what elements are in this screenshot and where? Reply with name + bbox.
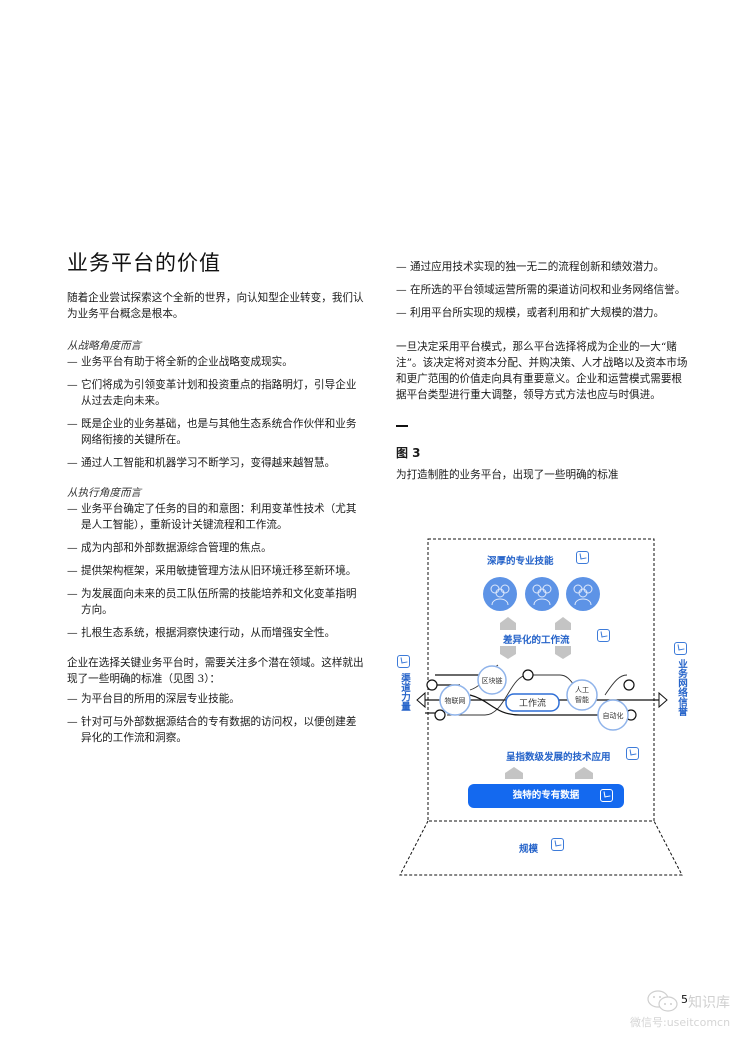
expertise-label: 深厚的专业技能 [487,556,554,567]
svg-text:工作流: 工作流 [519,697,546,709]
page-title: 业务平台的价值 [67,251,221,275]
platform-criteria-diagram: 物联网 区块链 人工 智能 自动化 工作流 深厚的专业技能 差异化的工作流 渠道… [395,535,695,880]
checkbox-icon [397,655,410,668]
list-item: 通过人工智能和机器学习不断学习，变得越来越智慧。 [67,455,367,471]
strategy-list: 业务平台有助于将全新的企业战略变成现实。 它们将成为引领变革计划和投资重点的指路… [67,354,367,471]
people-icon [525,577,559,611]
list-item: 业务平台有助于将全新的企业战略变成现实。 [67,354,367,370]
list-item: 业务平台确定了任务的目的和意图：利用变革性技术（尤其是人工智能），重新设计关键流… [67,501,367,533]
list-item: 扎根生态系统，根据洞察快速行动，从而增强安全性。 [67,625,367,641]
svg-text:自动化: 自动化 [603,711,624,720]
right-column: 通过应用技术实现的独一无二的流程创新和绩效潜力。 在所选的平台领域运营所需的渠道… [396,259,688,483]
list-item: 既是企业的业务基础，也是与其他生态系统合作伙伴和业务网络衔接的关键所在。 [67,416,367,448]
criteria-list-continued: 通过应用技术实现的独一无二的流程创新和绩效潜力。 在所选的平台领域运营所需的渠道… [396,259,688,321]
execution-list: 业务平台确定了任务的目的和意图：利用变革性技术（尤其是人工智能），重新设计关键流… [67,501,367,641]
conclusion-paragraph: 一旦决定采用平台模式，那么平台选择将成为企业的一大“赌注”。该决定将对资本分配、… [396,341,688,401]
channel-label: 渠道力量 [399,673,410,711]
list-item: 提供架构框架，采用敏捷管理方法从旧环境迁移至新环境。 [67,563,367,579]
svg-text:人工: 人工 [575,686,589,694]
network-label: 业务网络信誉 [676,659,687,716]
list-item: 通过应用技术实现的独一无二的流程创新和绩效潜力。 [396,259,688,275]
criteria-list: 为平台目的所用的深层专业技能。 针对可与外部数据源结合的专有数据的访问权，以便创… [67,691,367,746]
people-icon [483,577,517,611]
checkbox-icon [551,838,564,851]
svg-text:区块链: 区块链 [482,676,503,685]
criteria-intro: 企业在选择关键业务平台时，需要关注多个潜在领域。这样就出现了一些明确的标准（见图… [67,657,364,685]
execution-heading: 从执行角度而言 [67,487,142,499]
checkbox-icon [597,629,610,642]
tech-label: 呈指数级发展的技术应用 [506,752,611,763]
strategy-section: 从战略角度而言 业务平台有助于将全新的企业战略变成现实。 它们将成为引领变革计划… [67,338,367,471]
checkbox-icon [674,642,687,655]
svg-text:物联网: 物联网 [445,696,466,705]
list-item: 利用平台所实现的规模，或者利用和扩大规模的潜力。 [396,305,688,321]
execution-section: 从执行角度而言 业务平台确定了任务的目的和意图：利用变革性技术（尤其是人工智能）… [67,485,367,641]
proprietary-data-label: 独特的专有数据 [512,790,580,801]
list-item: 为发展面向未来的员工队伍所需的技能培养和文化变革指明方向。 [67,586,367,618]
figure-label: 图 3 [396,446,421,460]
watermark-account: 微信号:useitcomcn [630,1016,731,1029]
figure-caption: 为打造制胜的业务平台，出现了一些明确的标准 [396,469,619,481]
watermark-brand: 知识库 [688,995,730,1011]
list-item: 成为内部和外部数据源综合管理的焦点。 [67,540,367,556]
people-icon [566,577,600,611]
proprietary-data-bar: 独特的专有数据 [468,784,624,808]
list-item: 针对可与外部数据源结合的专有数据的访问权，以便创建差异化的工作流和洞察。 [67,714,367,746]
figure-divider [396,425,408,427]
checkbox-icon [626,747,639,760]
list-item: 在所选的平台领域运营所需的渠道访问权和业务网络信誉。 [396,282,688,298]
workflow-label: 差异化的工作流 [503,635,570,646]
wechat-icon [647,990,678,1012]
list-item: 它们将成为引领变革计划和投资重点的指路明灯，引导企业从过去走向未来。 [67,377,367,409]
diagram-lines: 物联网 区块链 人工 智能 自动化 工作流 [399,538,683,876]
scale-label: 规模 [519,844,539,855]
intro-paragraph: 随着企业尝试探索这个全新的世界，向认知型企业转变，我们认为业务平台概念是根本。 [67,292,364,320]
checkbox-icon [600,789,613,802]
left-column: 业务平台的价值 随着企业尝试探索这个全新的世界，向认知型企业转变，我们认为业务平… [67,251,367,753]
list-item: 为平台目的所用的深层专业技能。 [67,691,367,707]
svg-text:智能: 智能 [575,695,589,704]
page-number: 5 [681,993,688,1006]
checkbox-icon [576,551,589,564]
strategy-heading: 从战略角度而言 [67,340,142,352]
